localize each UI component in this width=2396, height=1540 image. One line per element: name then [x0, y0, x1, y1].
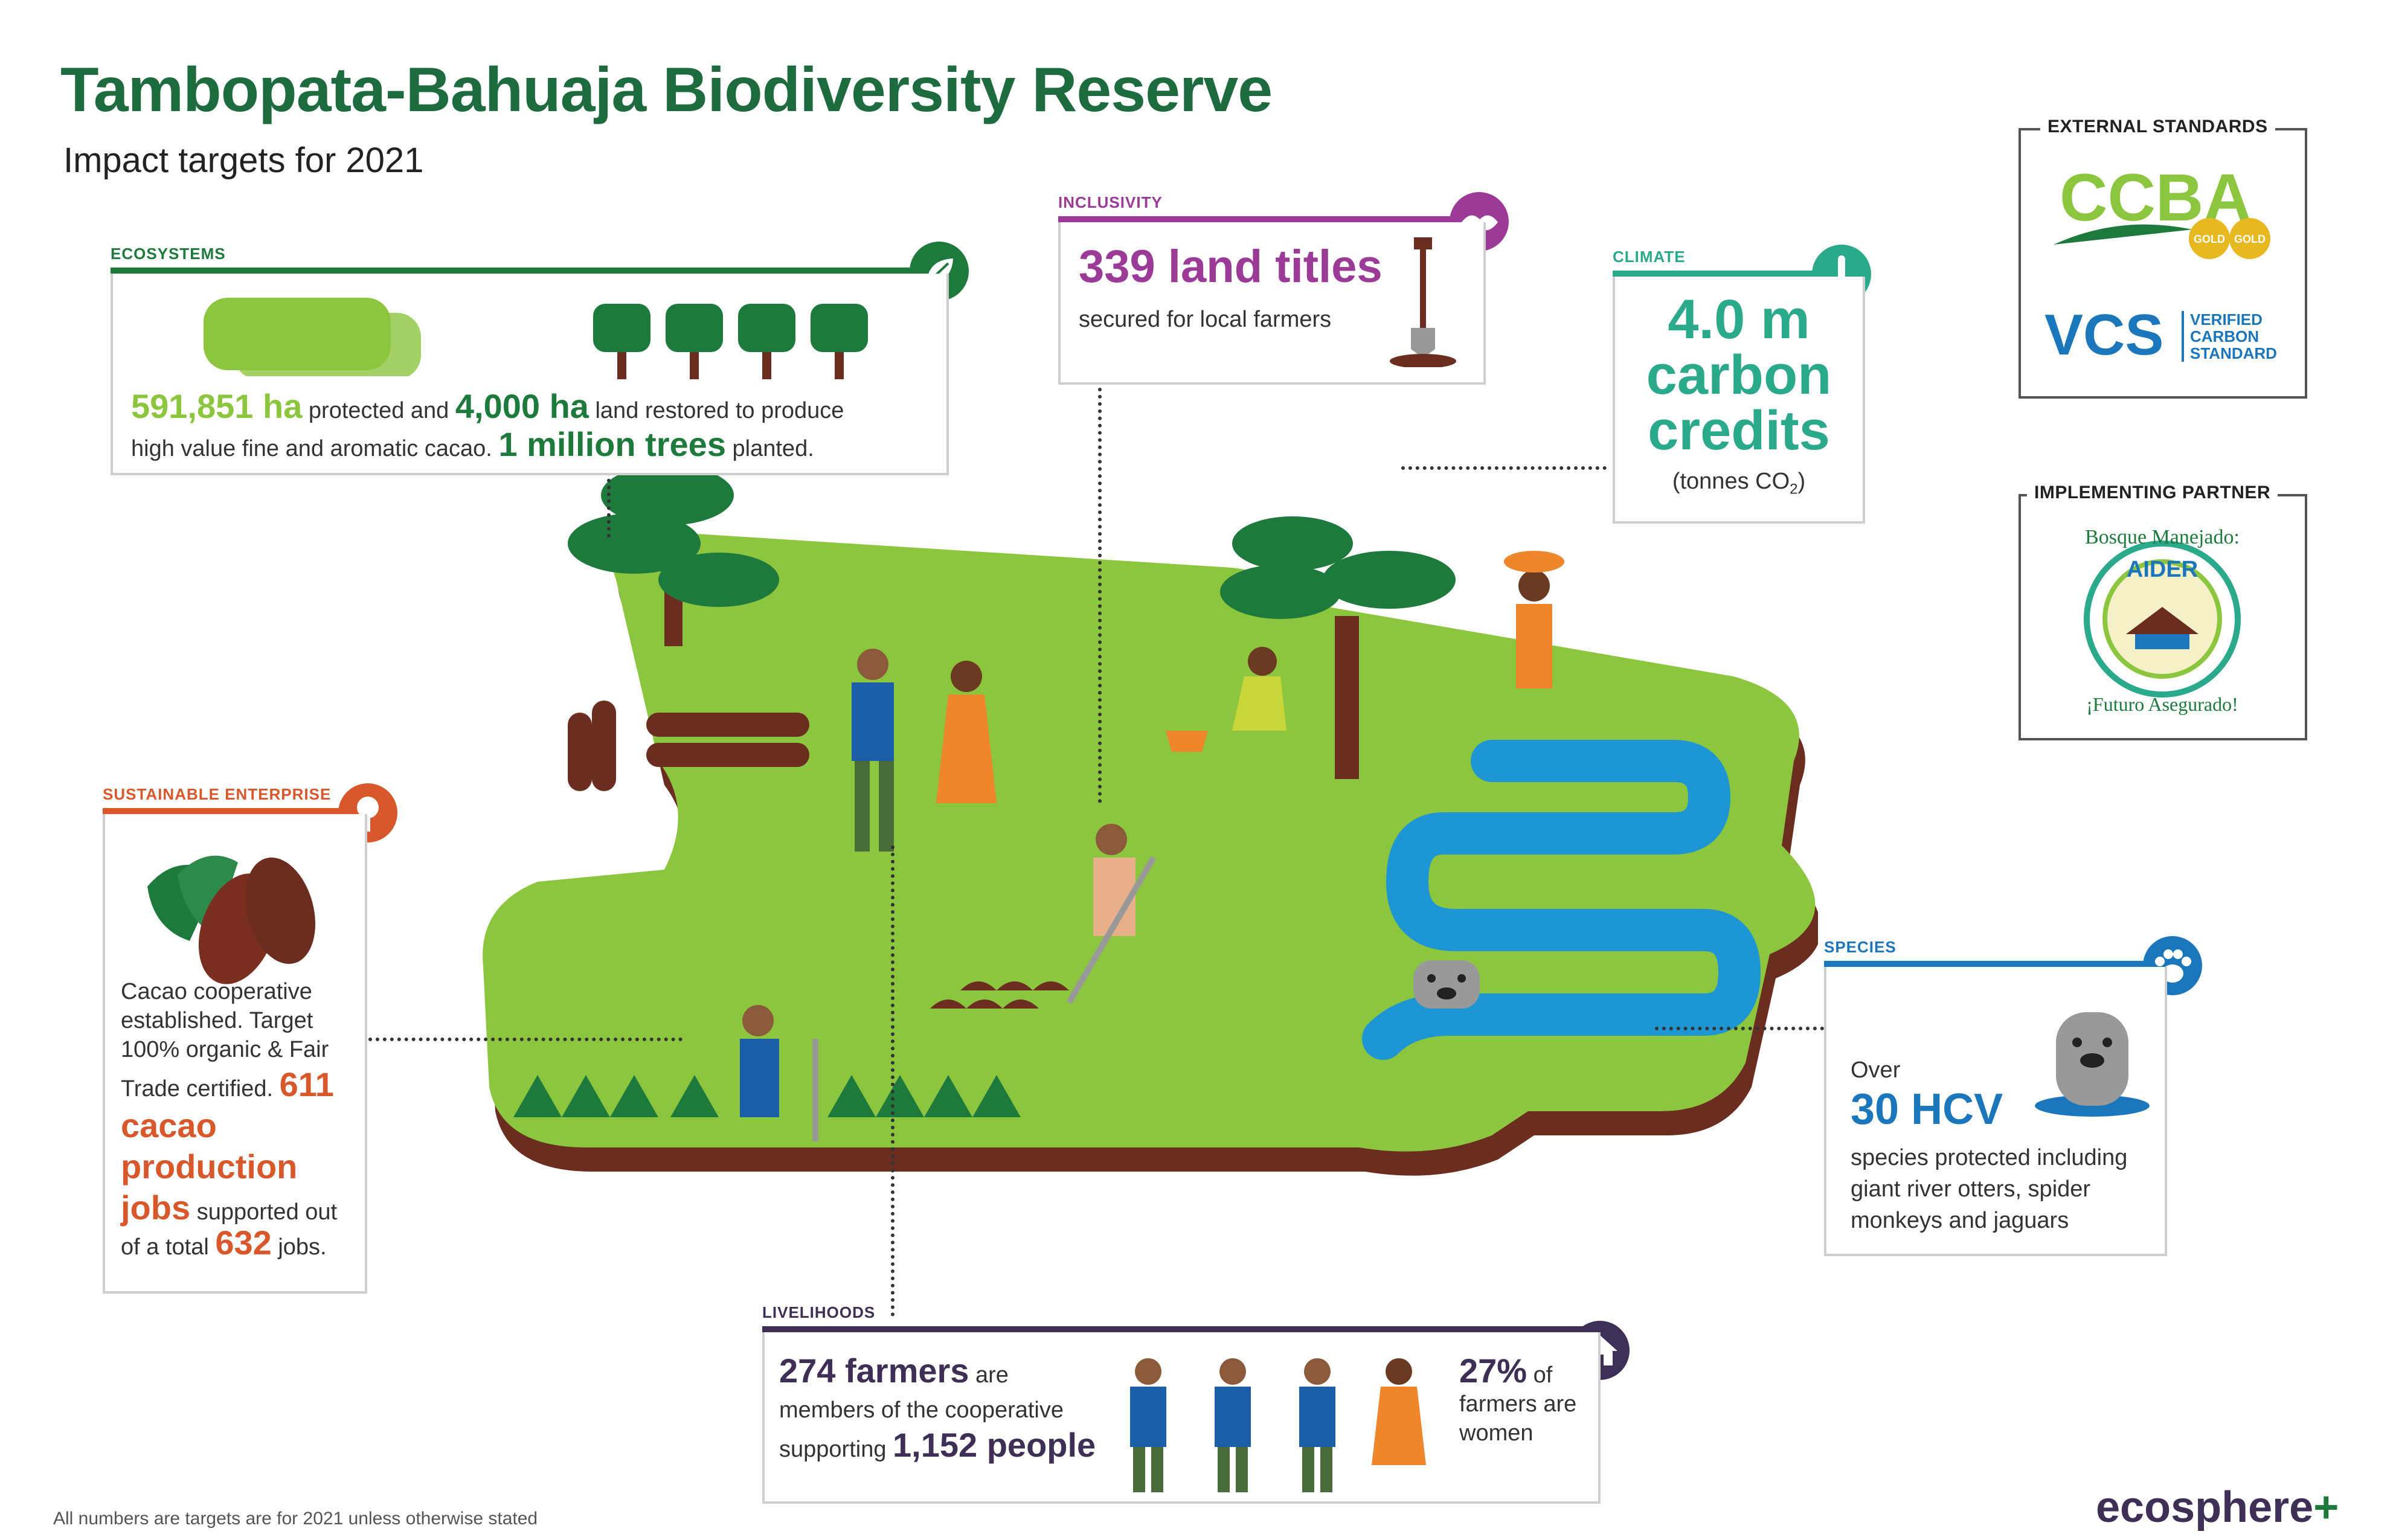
svg-text:GOLD: GOLD [2194, 233, 2225, 245]
page-title: Tambopata-Bahuaja Biodiversity Reserve [60, 55, 1273, 125]
women-text: 27% of farmers are women [1459, 1352, 1577, 1446]
svg-text:¡Futuro Asegurado!: ¡Futuro Asegurado! [2086, 693, 2238, 715]
enterprise-box: Cacao cooperative established. Target 10… [103, 814, 367, 1294]
svg-text:Bosque Manejado:: Bosque Manejado: [2085, 526, 2240, 548]
carbon-credits-value: 4.0 m carbon credits [1646, 289, 1832, 461]
farmer-hoeing [1066, 824, 1157, 1004]
svg-text:AIDER: AIDER [2127, 557, 2198, 582]
climate-box: 4.0 m carbon credits (tonnes CO2) [1613, 277, 1865, 524]
ecosystems-label: ECOSYSTEMS [111, 245, 226, 263]
species-rule [1824, 961, 2162, 967]
ecosphere-logo: ecosphere+ [2096, 1483, 2339, 1532]
external-standards-label: EXTERNAL STANDARDS [2040, 117, 2275, 137]
farmer-man-1 [852, 649, 894, 852]
landscape-illustration [483, 465, 1818, 1176]
tree-left [568, 465, 779, 646]
carbon-unit: (tonnes CO2) [1672, 469, 1806, 498]
inclusivity-rule [1058, 216, 1469, 222]
livelihoods-label: LIVELIHOODS [762, 1303, 876, 1321]
implementing-partner-label: IMPLEMENTING PARTNER [2027, 483, 2278, 503]
cacao-pod-icon [147, 855, 316, 984]
livelihoods-box: 274 farmers are members of the cooperati… [762, 1332, 1601, 1504]
farmers-figures [1130, 1358, 1426, 1492]
inclusivity-box: 339 land titles secured for local farmer… [1058, 222, 1486, 385]
livelihoods-text: 274 farmers are members of the cooperati… [779, 1352, 1096, 1464]
connector-enterprise [368, 1038, 683, 1041]
shovel-icon [1390, 237, 1456, 367]
connector-species [1655, 1027, 1824, 1030]
ccba-logo: CCBA GOLD GOLD [2054, 161, 2270, 259]
enterprise-label: SUSTAINABLE ENTERPRISE [103, 785, 332, 803]
species-box: Over 30 HCV species protected including … [1824, 967, 2167, 1256]
trees-icon [593, 304, 868, 379]
livelihoods-rule [762, 1326, 1608, 1332]
species-text: species protected including giant river … [1851, 1145, 2128, 1233]
cacao-tree [1220, 516, 1456, 779]
connector-ecosystems [607, 465, 611, 537]
climate-label: CLIMATE [1613, 248, 1686, 266]
climate-rule [1613, 271, 1830, 277]
connector-inclusivity [1098, 380, 1102, 803]
connector-livelihoods [891, 845, 894, 1317]
land-titles-text: secured for local farmers [1079, 307, 1332, 332]
enterprise-rule [103, 808, 368, 814]
farmer-shovel [740, 1005, 818, 1141]
protected-area-icon [204, 298, 421, 376]
svg-text:GOLD: GOLD [2234, 233, 2266, 245]
species-value: 30 HCV [1851, 1085, 2003, 1134]
footnote: All numbers are targets are for 2021 unl… [53, 1509, 538, 1529]
otter-icon [2035, 1012, 2150, 1117]
land-titles-value: 339 land titles [1079, 241, 1383, 292]
otter-figure [1413, 960, 1480, 1009]
ecosystems-text: 591,851 ha protected and 4,000 ha land r… [131, 387, 844, 463]
farmer-woman-basket [1504, 551, 1564, 688]
enterprise-text: Cacao cooperative established. Target 10… [121, 979, 338, 1262]
vcs-logo: VCS [2044, 303, 2164, 367]
species-label: SPECIES [1824, 938, 1897, 956]
farmer-woman-1 [936, 661, 997, 803]
ecosystems-rule [111, 268, 938, 274]
connector-climate [1401, 466, 1607, 470]
farmer-kneeling [1166, 647, 1286, 752]
aider-logo: Bosque Manejado: AIDER ¡Futuro Asegurado… [2084, 526, 2241, 715]
inclusivity-label: INCLUSIVITY [1058, 193, 1163, 211]
ecosystems-box: 591,851 ha protected and 4,000 ha land r… [111, 274, 949, 475]
page-subtitle: Impact targets for 2021 [63, 141, 424, 180]
species-over: Over [1851, 1057, 1901, 1083]
